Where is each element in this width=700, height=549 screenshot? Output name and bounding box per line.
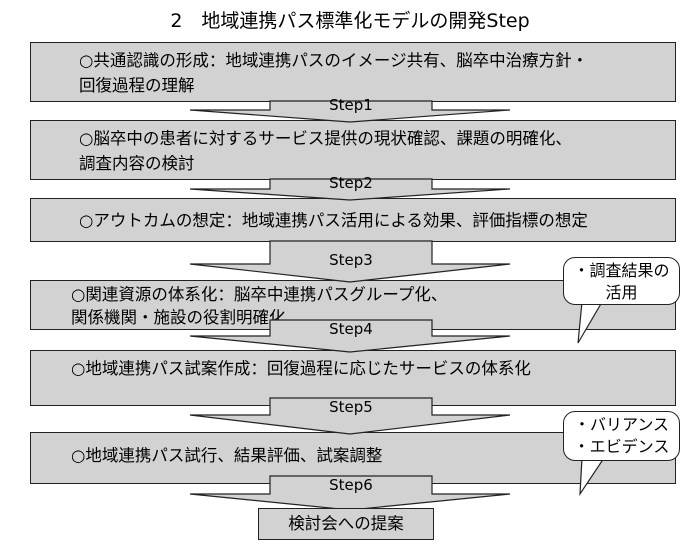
callout-survey-results: ・調査結果の 活用 <box>563 257 680 305</box>
stage-text: ○地域連携パス試行、結果評価、試案調整 <box>71 446 383 465</box>
callout-1-tail <box>577 301 604 344</box>
step-5-label: Step5 <box>329 398 373 416</box>
step-2-label: Step2 <box>329 174 373 192</box>
callout-text: ・バリアンス <box>573 415 670 434</box>
step-5-arrow <box>189 397 511 435</box>
step-4-label: Step4 <box>329 320 373 338</box>
callout-text: 活用 <box>605 283 638 302</box>
step-1-arrow <box>189 100 511 123</box>
step-6-arrow <box>189 475 511 511</box>
callout-text: ・エビデンス <box>573 437 670 456</box>
step-6-label: Step6 <box>329 476 373 494</box>
stage-text: 関係機関・施設の役割明確化 <box>71 308 286 327</box>
stage-text: ○地域連携パス試案作成：回復過程に応じたサービスの体系化 <box>71 359 531 378</box>
stage-text: ○関連資源の体系化：脳卒中連携パスグループ化、 <box>71 285 448 304</box>
diagram-title: 2 地域連携パス標準化モデルの開発Step <box>170 10 530 32</box>
step-3-arrow <box>189 240 511 283</box>
callout-variance-evidence: ・バリアンス ・エビデンス <box>563 411 680 461</box>
final-proposal-box: 検討会への提案 <box>258 508 434 540</box>
stage-text: 調査内容の検討 <box>79 154 195 173</box>
stage-5-box: ○地域連携パス試案作成：回復過程に応じたサービスの体系化 <box>30 350 676 406</box>
step-1-label: Step1 <box>329 96 373 114</box>
step-2-arrow <box>189 178 511 201</box>
stage-text: 回復過程の理解 <box>79 76 195 95</box>
callout-text: ・調査結果の <box>573 261 670 280</box>
stage-text: ○脳卒中の患者に対するサービス提供の現状確認、課題の明確化、 <box>79 129 572 148</box>
step-4-arrow <box>189 319 511 353</box>
stage-text: ○アウトカムの想定：地域連携パス活用による効果、評価指標の想定 <box>79 211 588 230</box>
stage-text: ○共通認識の形成：地域連携パスのイメージ共有、脳卒中治療方針・ <box>79 51 589 70</box>
callout-2-tail <box>579 457 606 497</box>
step-3-label: Step3 <box>329 251 373 269</box>
